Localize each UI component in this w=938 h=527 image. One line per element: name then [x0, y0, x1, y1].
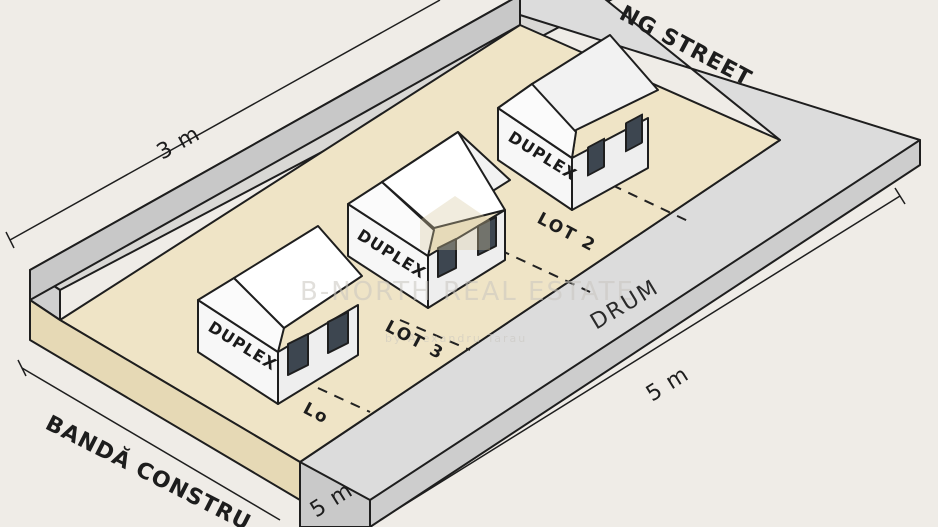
dim-label-top: 3 m [153, 121, 205, 165]
dim-line-right-tick [894, 187, 906, 205]
dim-line-right [379, 195, 901, 521]
house-3 [197, 225, 363, 405]
watermark: B-NORTH REAL ESTATE by Alexandru Tarau [300, 196, 635, 345]
lot-divider-3 [399, 319, 471, 351]
road-side-face [369, 139, 921, 527]
watermark-subtitle: by Alexandru Tarau [385, 332, 527, 345]
lot-front-face [29, 299, 301, 501]
dim-line-top [9, 0, 441, 241]
lot-divider-4 [317, 387, 371, 413]
dim-line-bottom [21, 367, 281, 521]
lot-divider-1 [611, 184, 691, 223]
house-1 [497, 34, 659, 211]
watermark-title: B-NORTH REAL ESTATE [300, 277, 635, 307]
dim-label-right: 5 m [642, 362, 694, 407]
road-end-face [299, 461, 371, 527]
dim-line-top-tick [5, 231, 15, 249]
dim-line-bottom-tick [17, 359, 27, 377]
house-2 [347, 131, 511, 309]
